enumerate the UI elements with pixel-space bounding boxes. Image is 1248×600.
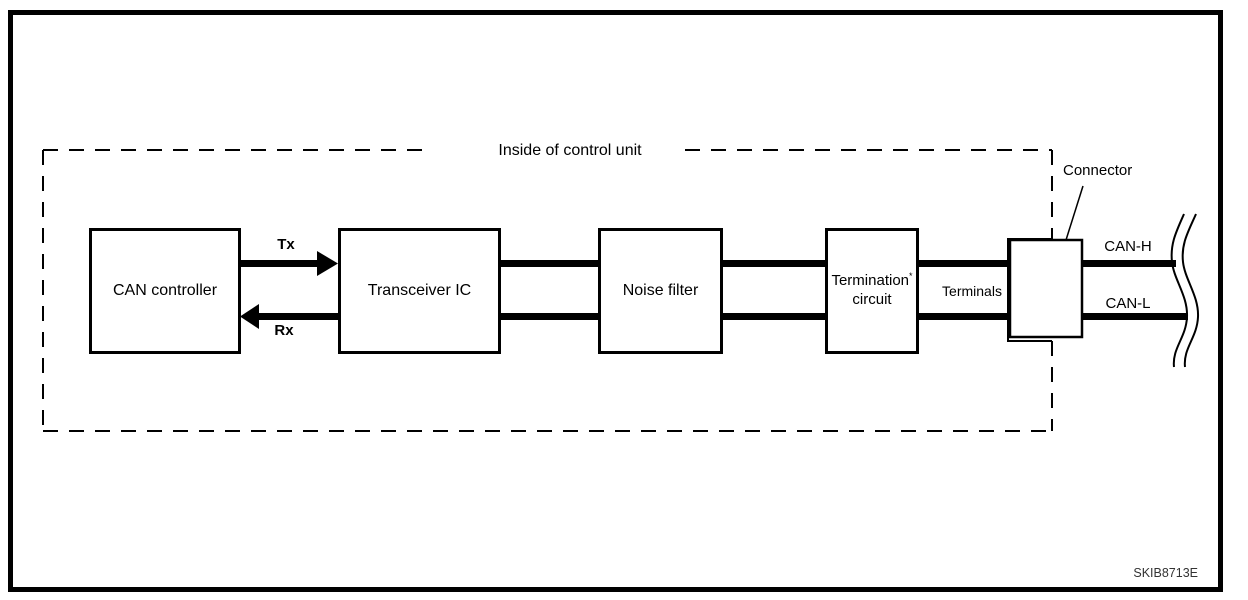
connector-pointer-line bbox=[1065, 185, 1084, 241]
tx-arrowhead-icon bbox=[317, 251, 338, 276]
connector-body bbox=[1008, 238, 1084, 339]
can-controller-box: CAN controller bbox=[89, 228, 241, 354]
wire-break-icon bbox=[1170, 213, 1200, 368]
inside-of-control-unit-label: Inside of control unit bbox=[498, 142, 642, 159]
termination-word: Termination bbox=[831, 272, 910, 290]
tx-label: Tx bbox=[277, 236, 295, 253]
wire-break-right-curve bbox=[1181, 213, 1200, 368]
control-unit-dashed-boundary bbox=[42, 149, 1053, 432]
termination-circuit-box: Termination* circuit bbox=[825, 228, 919, 354]
termination-asterisk: * bbox=[909, 271, 913, 282]
bus-wires bbox=[240, 260, 1188, 320]
transceiver-ic-label: Transceiver IC bbox=[367, 282, 472, 300]
can-controller-label: CAN controller bbox=[112, 282, 218, 300]
terminals-label: Terminals bbox=[942, 283, 1002, 299]
noise-filter-box: Noise filter bbox=[598, 228, 723, 354]
termination-circuit-label-line2: circuit bbox=[852, 291, 892, 308]
rx-label: Rx bbox=[274, 322, 294, 339]
can-h-label: CAN-H bbox=[1104, 238, 1152, 255]
wire-break-left-curve bbox=[1170, 213, 1189, 368]
transceiver-ic-box: Transceiver IC bbox=[338, 228, 501, 354]
noise-filter-label: Noise filter bbox=[622, 282, 699, 300]
connector-label: Connector bbox=[1063, 162, 1133, 179]
figure-code: SKIB8713E bbox=[1133, 566, 1198, 580]
figure-border bbox=[8, 10, 1223, 592]
can-l-label: CAN-L bbox=[1105, 295, 1151, 312]
rx-arrowhead-icon bbox=[240, 304, 259, 329]
termination-circuit-label-line1: Termination* bbox=[831, 272, 912, 291]
